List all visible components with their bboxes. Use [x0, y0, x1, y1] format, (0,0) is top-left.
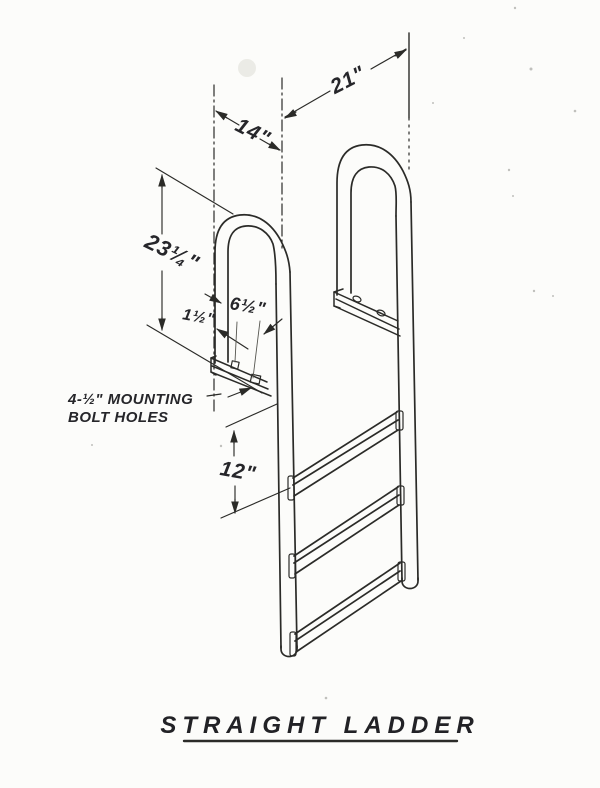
right-mounting-bracket: [333, 288, 401, 337]
left-side-rail: [275, 271, 298, 658]
dim-arrow: [284, 109, 297, 119]
extension-lines: [213, 32, 410, 415]
left-handle-loop: [214, 213, 291, 364]
scan-noise: [91, 6, 577, 700]
right-side-rail: [395, 201, 419, 590]
rung-left-tab: [288, 553, 296, 579]
rung-left-tab: [289, 631, 297, 657]
right-handle-loop: [336, 143, 412, 296]
speck: [219, 444, 223, 448]
rail-outer-edge: [289, 271, 298, 649]
dim-leader: [252, 320, 261, 379]
drawing-title: STRAIGHT LADDER: [160, 712, 479, 739]
ladder-object: [210, 143, 419, 658]
dim-arrow: [204, 293, 222, 304]
dim-extension: [155, 167, 234, 215]
dimension-tube-size: 1½": [181, 293, 249, 350]
rung-bottom-edge: [293, 429, 399, 497]
loop-outer-tube-line: [214, 213, 291, 364]
rail-bottom-cap: [280, 645, 298, 658]
dim-leader: [234, 321, 238, 363]
bolt-hole: [376, 309, 386, 317]
title-block: STRAIGHT LADDER: [160, 712, 479, 743]
speck: [324, 696, 328, 700]
rail-inner-edge: [275, 283, 282, 649]
speck: [432, 102, 434, 104]
rung-bottom-edge: [295, 580, 402, 653]
speck: [91, 444, 93, 446]
speck: [513, 6, 517, 10]
bracket-mid-edge: [211, 365, 269, 390]
mounting-note-line2: BOLT HOLES: [68, 409, 169, 426]
rail-outer-edge: [410, 201, 419, 581]
dim-label-21: 21": [326, 62, 370, 99]
rung-top-edge: [292, 411, 398, 479]
rung-front-edge: [292, 419, 399, 486]
rung-right-tab: [396, 485, 405, 506]
rung-front-edge: [294, 570, 401, 642]
speck: [552, 295, 554, 297]
left-mounting-bracket: [210, 355, 272, 397]
bracket-mid-edge: [335, 298, 400, 330]
dim-label-12: 12": [218, 457, 258, 486]
bolt-hole: [230, 360, 240, 370]
ladder-rung-1: [287, 410, 404, 501]
loop-inner-tube-line: [350, 166, 398, 294]
rail-inner-edge: [395, 215, 403, 581]
ladder-rung-2: [288, 485, 405, 579]
dimension-depth-14: 14": [215, 110, 281, 151]
dim-label-23-quarter: 23¼": [140, 228, 203, 276]
mounting-note-line1: 4-½" MOUNTING: [67, 391, 193, 408]
rung-top-edge: [294, 562, 401, 635]
dim-label-6-half: 6½": [228, 293, 267, 319]
dim-extension: [146, 324, 263, 394]
dimension-loop-inside: 6½": [228, 293, 283, 379]
ladder-rung-3: [289, 561, 406, 657]
speck: [507, 168, 511, 172]
speck: [529, 67, 533, 71]
dim-arrow: [215, 110, 228, 121]
rung-right-tab: [397, 561, 406, 582]
dim-extension: [225, 403, 278, 428]
speck: [532, 289, 536, 293]
dim-line: [284, 90, 331, 118]
rung-top-edge: [293, 486, 399, 557]
dimension-handle-height: 23¼": [140, 167, 263, 394]
rung-left-tab: [287, 475, 295, 501]
speck: [573, 109, 577, 113]
rung-front-edge: [293, 494, 400, 564]
dimension-rung-spacing: 12": [218, 403, 291, 519]
scan-smudge: [238, 59, 256, 77]
rung-right-tab: [395, 410, 404, 431]
loop-outer-tube-line: [336, 143, 412, 296]
note-leader-arrow: [227, 387, 252, 398]
dim-arrow: [263, 318, 283, 335]
dim-line: [370, 48, 407, 70]
dimension-width-21: 21": [284, 48, 407, 119]
dim-arrow: [394, 49, 407, 59]
rung-bottom-edge: [294, 504, 400, 575]
note-leader-dash: [206, 393, 222, 397]
dim-arrow: [216, 328, 249, 350]
speck: [463, 37, 465, 39]
speck: [512, 195, 514, 197]
dim-label-1-half: 1½": [181, 306, 216, 328]
mounting-note: 4-½" MOUNTING BOLT HOLES: [67, 387, 252, 426]
dim-label-14: 14": [232, 114, 275, 151]
bracket-top-edge: [210, 357, 268, 383]
dim-arrow: [268, 141, 281, 151]
bracket-top-edge: [333, 291, 399, 322]
bracket-bottom-edge: [333, 305, 401, 337]
bolt-hole: [249, 373, 262, 385]
loop-inner-tube-line: [227, 225, 277, 363]
bolt-hole: [352, 295, 362, 303]
